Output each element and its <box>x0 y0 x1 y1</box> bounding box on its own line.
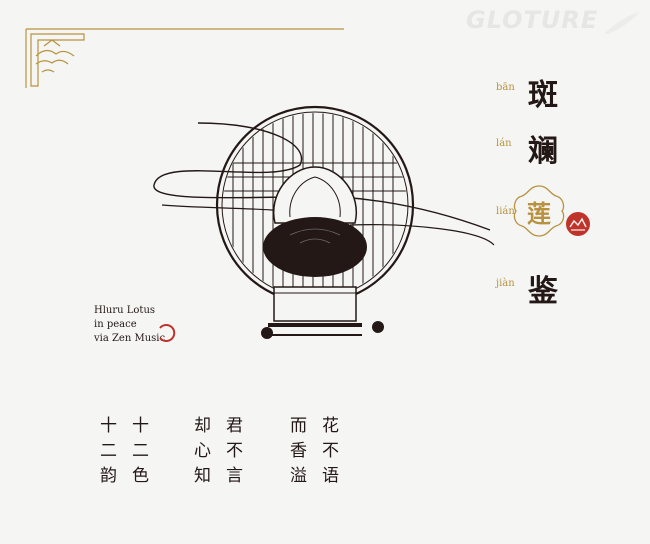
red-arc-icon <box>159 324 176 342</box>
pinyin-jian: jiàn <box>496 278 515 289</box>
pinyin-lian: lián <box>496 206 515 217</box>
feather-icon <box>604 12 640 34</box>
pinyin-ban: bān <box>496 82 515 93</box>
corner-ornament <box>25 28 344 88</box>
poem-column-2: 十二色 <box>128 416 148 491</box>
cloud-frame-ornament <box>513 185 565 237</box>
english-line-3: via Zen Music <box>94 333 166 344</box>
title-char-ban: 斑 <box>528 78 558 113</box>
english-line-2: in peace <box>94 319 137 330</box>
poem-column-4: 君不言 <box>222 416 242 491</box>
title-char-lan: 斓 <box>528 134 558 169</box>
poem-column-6: 花不语 <box>318 416 338 491</box>
pinyin-lan: lán <box>496 138 512 149</box>
title-char-lian: 莲 <box>527 199 551 228</box>
english-tagline: Hluru Lotus in peace via Zen Music <box>94 304 165 346</box>
english-line-1: Hluru Lotus <box>94 305 156 316</box>
red-seal <box>566 212 590 236</box>
title-char-jian: 鉴 <box>528 274 558 309</box>
poem-column-1: 十二韵 <box>96 416 116 491</box>
poem-column-5: 而香溢 <box>286 416 306 491</box>
watermark-logo: GLOTURE <box>466 6 599 34</box>
lotus-illustration <box>153 105 495 339</box>
poem-column-3: 却心知 <box>190 416 210 491</box>
